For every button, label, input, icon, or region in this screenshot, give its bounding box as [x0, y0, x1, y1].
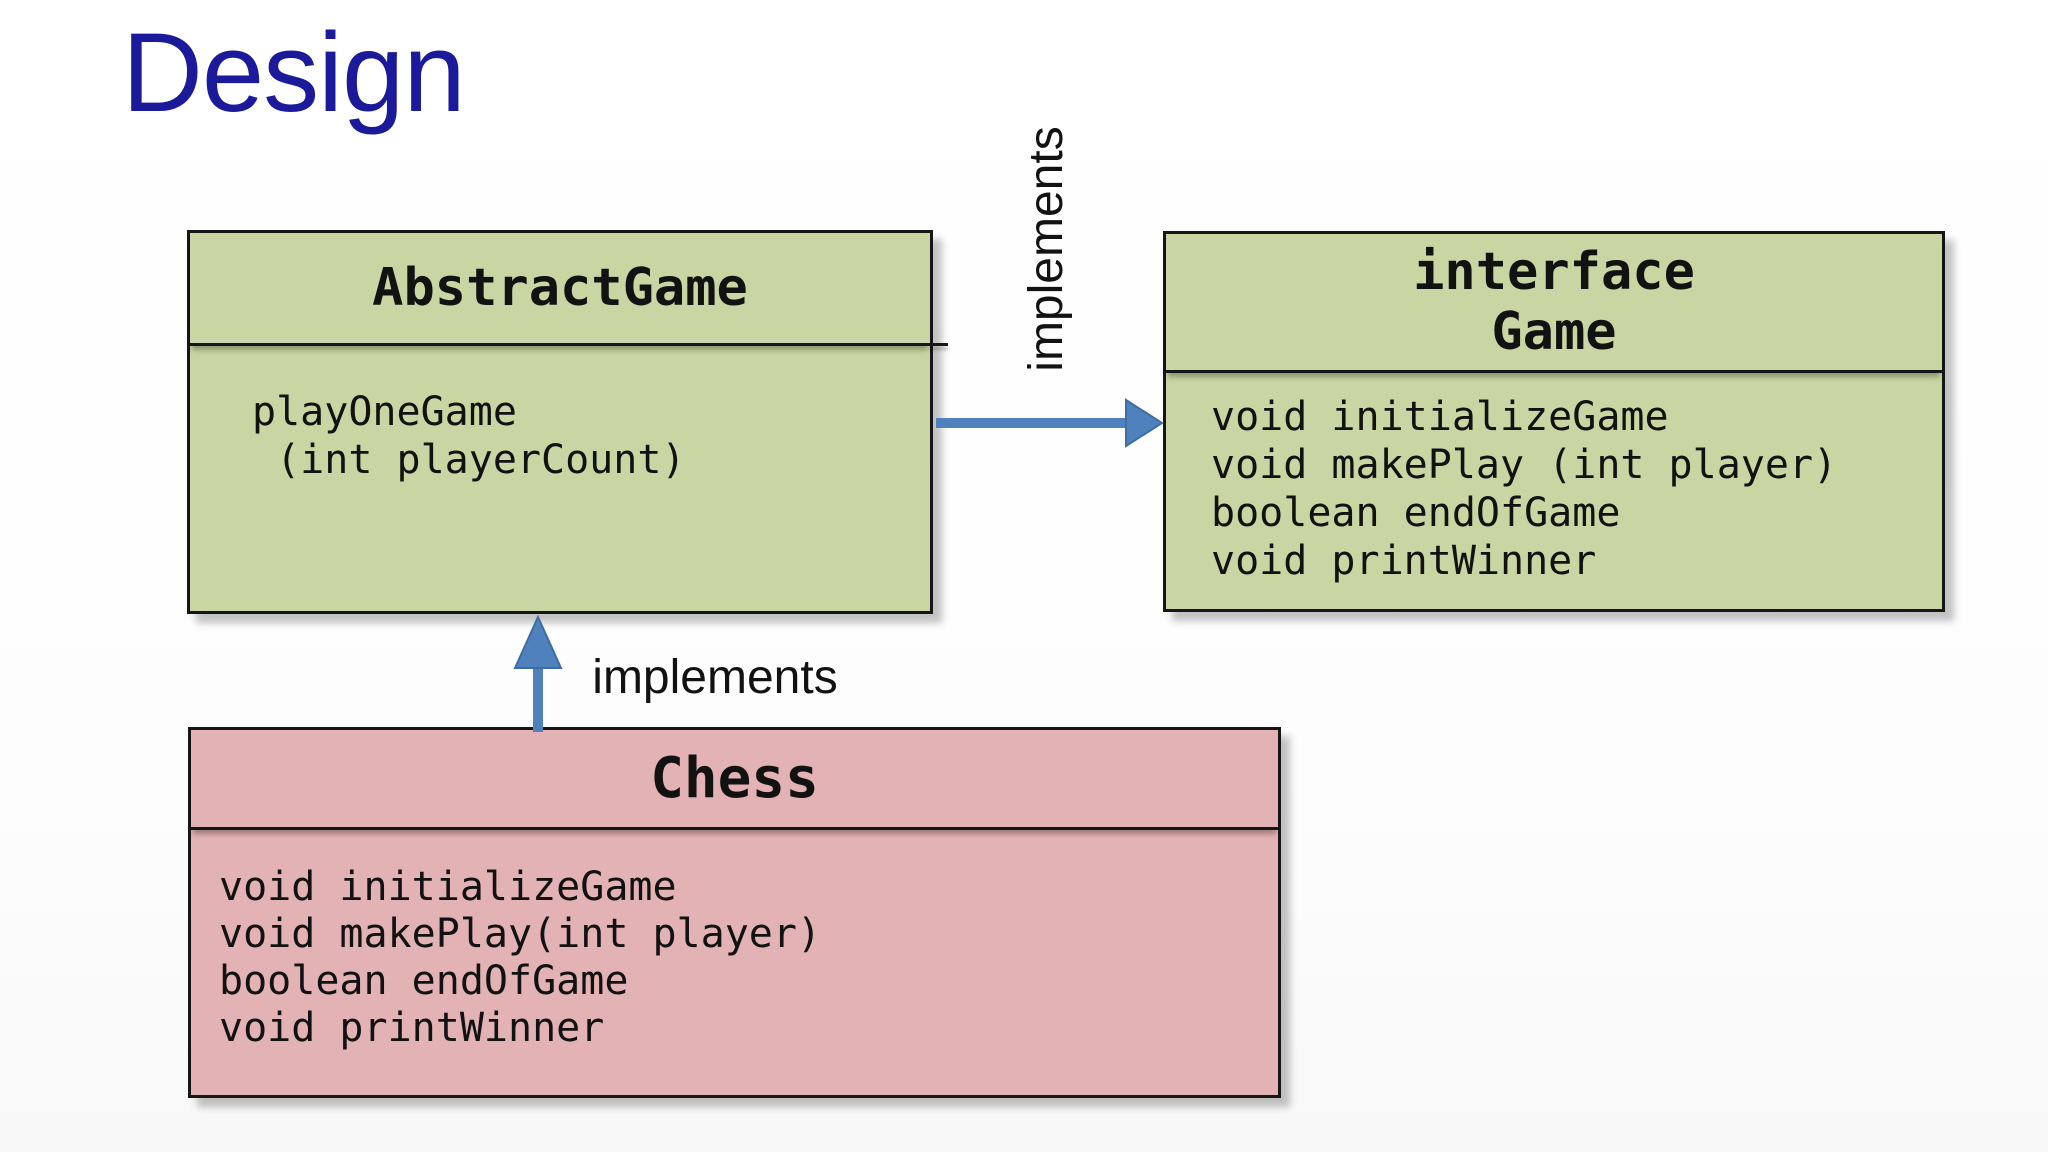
- member-line: void printWinner: [1211, 538, 1597, 584]
- member-line: void initializeGame: [219, 864, 677, 910]
- member-line: void makePlay(int player): [219, 911, 822, 957]
- implements-arrow-up: [513, 614, 563, 732]
- implements-arrow-right: [936, 398, 1164, 448]
- class-members-game: void initializeGame void makePlay (int p…: [1166, 373, 1942, 585]
- class-box-abstractgame: AbstractGame playOneGame (int playerCoun…: [187, 230, 948, 614]
- implements-label-horizontal: implements: [592, 651, 838, 704]
- page-title: Design: [122, 10, 466, 135]
- implements-label-vertical: implements: [1020, 126, 1073, 372]
- class-members-chess: void initializeGame void makePlay(int pl…: [191, 830, 1278, 1052]
- member-line: boolean endOfGame: [219, 958, 629, 1004]
- class-name-chess: Chess: [650, 745, 819, 811]
- member-line: void makePlay (int player): [1211, 442, 1838, 488]
- class-members-abstractgame: playOneGame (int playerCount): [190, 346, 930, 484]
- class-header-chess: Chess: [191, 730, 1278, 830]
- member-line: (int playerCount): [252, 437, 686, 483]
- class-name-abstractgame: AbstractGame: [372, 258, 748, 318]
- member-line: playOneGame: [252, 389, 517, 435]
- class-name-game: Game: [1491, 302, 1617, 362]
- member-line: void printWinner: [219, 1005, 605, 1051]
- member-line: void initializeGame: [1211, 394, 1669, 440]
- class-header-interface-game: interface Game: [1166, 234, 1942, 373]
- member-line: boolean endOfGame: [1211, 490, 1621, 536]
- class-box-interface-game: interface Game void initializeGame void …: [1163, 231, 1945, 612]
- class-stereotype-interface: interface: [1413, 242, 1695, 302]
- divider-overhang: [930, 343, 948, 346]
- class-header-abstractgame: AbstractGame: [190, 233, 930, 346]
- class-box-chess: Chess void initializeGame void makePlay(…: [188, 727, 1281, 1098]
